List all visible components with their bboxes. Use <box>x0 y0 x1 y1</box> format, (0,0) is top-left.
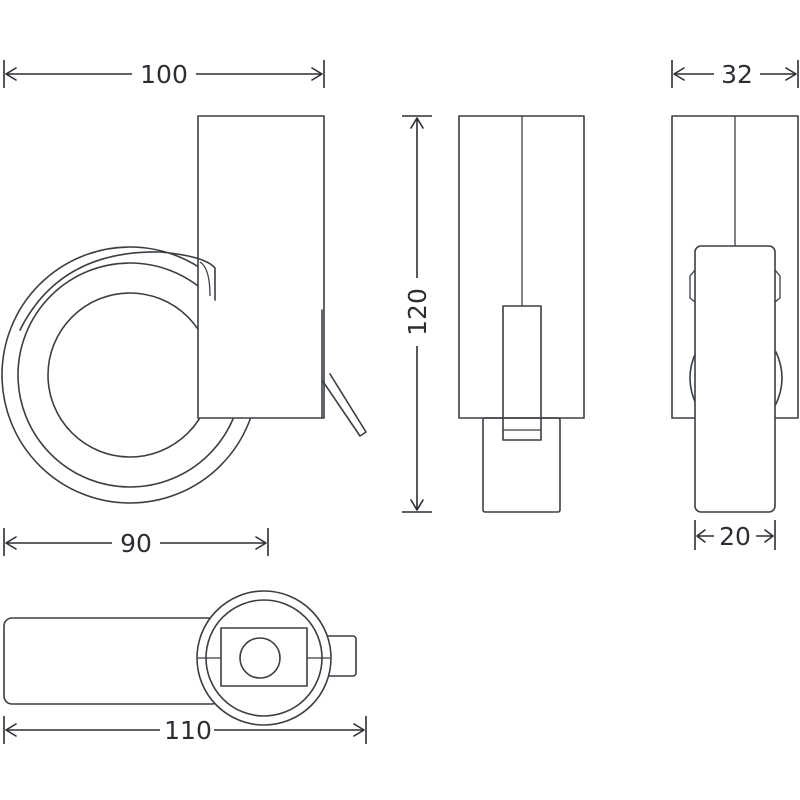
side-view <box>458 115 585 513</box>
dimension-total-length: 110 <box>3 716 367 745</box>
dimension-total-height: 120 <box>402 115 432 513</box>
wheel-hub <box>47 292 213 458</box>
dimension-wheel-diameter: 90 <box>3 528 269 558</box>
dim-label-100: 100 <box>140 60 188 89</box>
side-stem <box>502 305 542 441</box>
dimension-wheel-width: 20 <box>694 520 776 551</box>
fork-cover <box>19 251 216 331</box>
fork-cover-inner <box>199 261 211 297</box>
front-view <box>1 115 367 504</box>
rear-wheel <box>694 245 776 513</box>
dimension-top-width: 100 <box>3 60 325 89</box>
dimension-side-width: 32 <box>671 60 799 89</box>
rear-view <box>671 115 799 513</box>
side-wheel-bottom <box>482 417 561 513</box>
rear-fork-right <box>774 269 781 303</box>
rear-fork-left <box>689 269 696 303</box>
dim-label-20: 20 <box>719 522 751 551</box>
top-view <box>3 590 357 726</box>
brake-lever <box>321 309 367 437</box>
dim-label-32: 32 <box>721 60 753 89</box>
caster-housing <box>197 115 325 419</box>
top-bolt <box>239 637 281 679</box>
dim-label-110: 110 <box>164 716 212 745</box>
top-body <box>3 617 221 705</box>
dim-label-120: 120 <box>403 288 432 336</box>
dim-label-90: 90 <box>120 529 152 558</box>
